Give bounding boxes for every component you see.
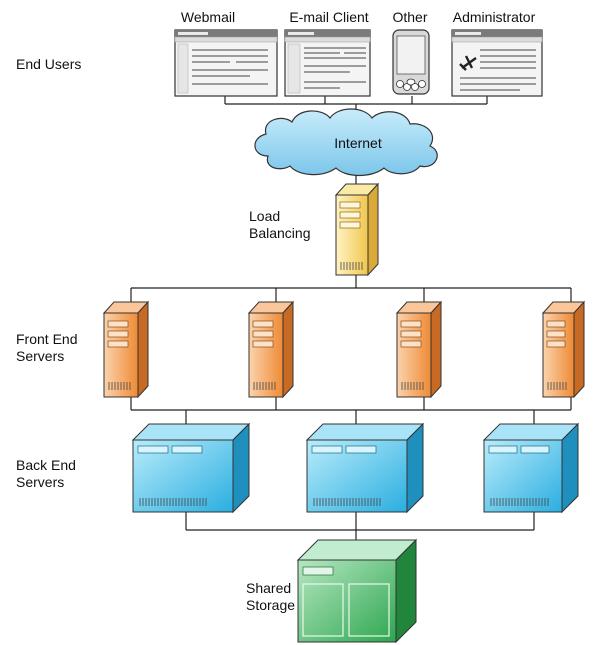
back-end-server <box>482 422 580 514</box>
client-label-email-client: E-mail Client <box>289 9 368 25</box>
airplane-icon <box>459 55 477 71</box>
front-end-server <box>247 300 295 399</box>
front-end-server <box>395 300 443 399</box>
back-end-server <box>305 422 425 514</box>
connection-lines <box>130 96 572 540</box>
shared-storage-unit <box>296 538 418 644</box>
shared-storage-label: Shared Storage <box>246 580 296 613</box>
client-label-webmail: Webmail <box>181 9 235 25</box>
front-end-server <box>541 300 586 399</box>
end-users-label: End Users <box>16 56 82 72</box>
front-end-servers-label: Front End Servers <box>16 331 78 364</box>
back-end-servers-label: Back End Servers <box>16 457 76 490</box>
cloud-icon <box>254 108 438 177</box>
client-label-other: Other <box>392 9 427 25</box>
front-end-server <box>102 300 150 399</box>
handheld-device-icon <box>392 29 430 95</box>
browser-window-icon <box>174 29 278 97</box>
internet-label: Internet <box>334 135 382 151</box>
load-balancing-label: Load Balancing <box>249 208 311 241</box>
email-client-window-icon <box>284 29 371 97</box>
load-balancer-server <box>334 182 380 277</box>
back-end-server <box>131 422 251 514</box>
client-label-administrator: Administrator <box>453 9 536 25</box>
admin-window-icon <box>451 29 543 97</box>
